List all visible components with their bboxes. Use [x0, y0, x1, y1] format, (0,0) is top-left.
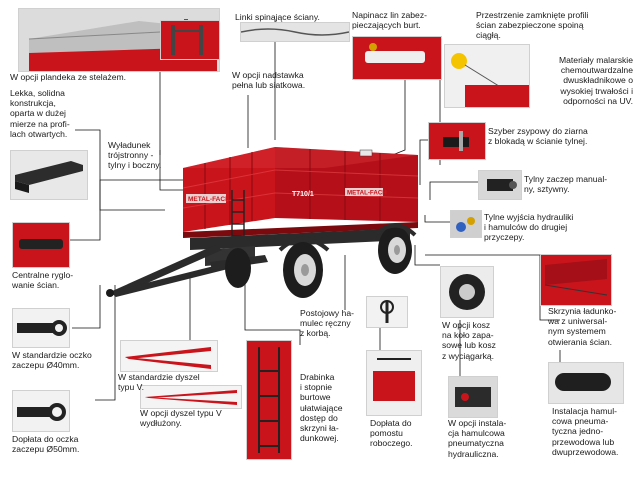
spare-wheel-thumbnail [440, 266, 494, 318]
caption-standard-eye: W standardzie oczko zaczepu Ø40mm. [12, 350, 92, 371]
caption-parking-brake: Postojowy ha- mulec ręczny z korbą. [300, 308, 354, 339]
caption-chain-link: Linki spinające ściany. [235, 12, 320, 22]
caption-hydraulic-brake: W opcji instala- cja hamulcowa pneumatyc… [448, 418, 507, 459]
caption-hydraulic-outputs: Tylne wyjścia hydrauliki i hamulców do d… [484, 212, 574, 243]
optional-drawbar-thumbnail [140, 385, 242, 409]
caption-flap-walls: Skrzynia ładunko- wa z uniwersal- nym sy… [548, 306, 617, 347]
trailer-chassis [106, 228, 410, 297]
caption-tarp: W opcji plandeka ze stelażem. [10, 72, 127, 82]
hydraulic-outputs-thumbnail [450, 210, 482, 238]
caption-tensioner: Napinacz lin zabez- pieczających burt. [352, 10, 427, 31]
caption-unloading: Wyładunek trójstronny - tylny i boczny. [108, 140, 162, 171]
parking-brake-thumbnail [366, 296, 408, 328]
caption-air-brake: Instalacja hamul- cowa pneuma- tyczna je… [552, 406, 619, 457]
trailer-box: METAL-FACH T710/1 METAL-FACH [182, 147, 419, 245]
chain-link-thumbnail [240, 22, 350, 42]
caption-paint: Materiały malarskie chemoutwardzalne dwu… [558, 55, 633, 106]
standard-eye-thumbnail [12, 308, 70, 348]
extension-thumbnail [160, 20, 220, 60]
rear-wheel [378, 226, 412, 274]
caption-spare-wheel: W opcji kosz na koło zapa- sowe lub kosz… [442, 320, 496, 361]
caption-rear-hitch: Tylny zaczep manual- ny, sztywny. [524, 174, 608, 195]
caption-ladder: Drabinka i stopnie burtowe ułatwiające d… [300, 372, 343, 444]
caption-construction: Lekka, solidna konstrukcja, oparta w duż… [10, 88, 70, 139]
front-wheel [225, 242, 323, 298]
caption-extension: W opcji nadstawka pełna lub siatkowa. [232, 70, 306, 91]
caption-optional-drawbar: W opcji dyszel typu V wydłużony. [140, 408, 222, 429]
caption-slide-gate: Szyber zsypowy do ziarna z blokadą w ści… [488, 126, 588, 147]
tensioner-thumbnail [352, 36, 442, 80]
side-model-text: T710/1 [292, 191, 314, 198]
eye50-thumbnail [12, 390, 70, 432]
ladder-thumbnail [246, 340, 292, 460]
rear-hitch-thumbnail [478, 170, 522, 200]
paint-thumbnail [444, 44, 530, 108]
slide-gate-thumbnail [428, 122, 486, 160]
flap-walls-thumbnail [540, 254, 612, 306]
construction-thumbnail [10, 150, 88, 200]
side-brand-text: METAL-FACH [188, 196, 230, 203]
air-brake-thumbnail [548, 362, 624, 404]
central-lock-thumbnail [12, 222, 70, 268]
platform-thumbnail [366, 350, 422, 416]
standard-drawbar-thumbnail [120, 340, 218, 372]
caption-closed-profile: Przestrzenie zamknięte profili ścian zab… [476, 10, 589, 41]
hydraulic-brake-thumbnail [448, 376, 498, 418]
caption-standard-drawbar: W standardzie dyszel typu V. [118, 372, 200, 393]
caption-central-lock: Centralne ryglo- wanie ścian. [12, 270, 74, 291]
caption-platform: Dopłata do pomostu roboczego. [370, 418, 413, 449]
caption-eye50: Dopłata do oczka zaczepu Ø50mm. [12, 434, 80, 455]
rear-brand-text: METAL-FACH [347, 190, 387, 197]
